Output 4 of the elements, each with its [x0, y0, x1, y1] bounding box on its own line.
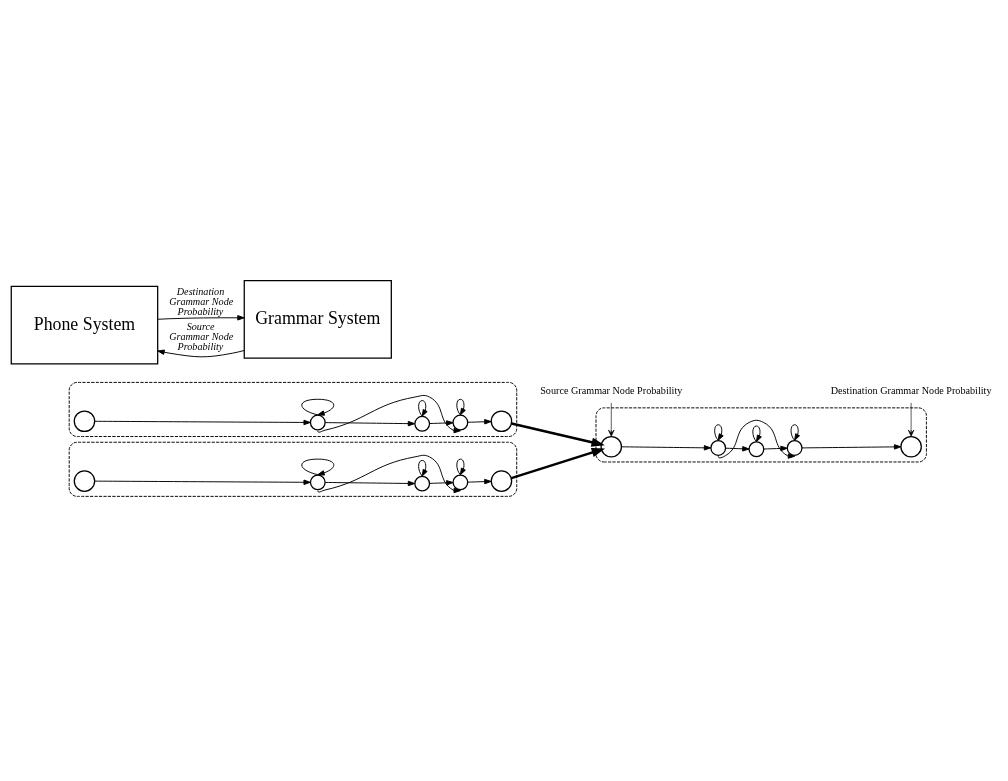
edge-label: Destination Grammar Node Probability: [169, 285, 234, 317]
edge-label: Source Grammar Node Probability: [169, 320, 234, 352]
node-text: Destination Grammar Node Probability: [830, 384, 992, 396]
node-text: Source Grammar Node Probability: [540, 384, 683, 396]
